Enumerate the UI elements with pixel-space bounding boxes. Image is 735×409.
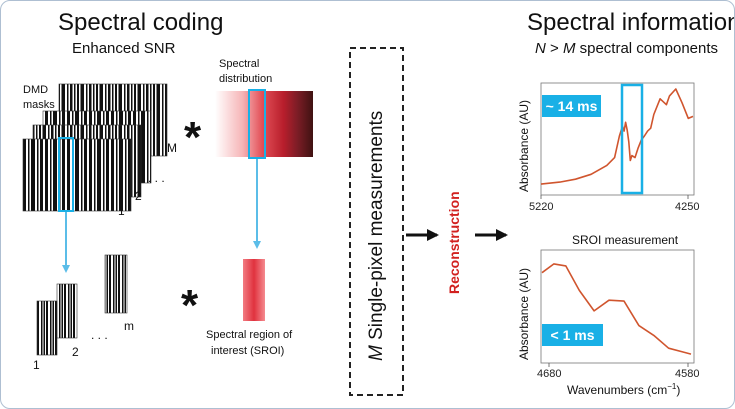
- sroi-label-line2: interest (SROI): [211, 345, 285, 357]
- n-symbol: N: [535, 40, 546, 57]
- chart1-xtick-right: 4250: [675, 201, 700, 213]
- sroi-label-line1: Spectral region of: [206, 329, 293, 341]
- sub-mask-stack: [36, 254, 128, 356]
- chart-sroi-plot: [541, 263, 692, 355]
- single-pixel-measurements-label: M Single-pixel measurements: [366, 110, 387, 361]
- measurement-count-symbol: M: [366, 345, 387, 361]
- chart-full-spectrum-frame: [540, 82, 695, 199]
- greater-than: >: [545, 40, 563, 57]
- dmd-label-line2: masks: [23, 99, 55, 111]
- sub-mask-2: [56, 283, 78, 339]
- spectral-column-highlight: [248, 89, 266, 159]
- spectral-distribution-label-line1: Spectral: [219, 58, 260, 70]
- mask-index-M: M: [167, 141, 177, 155]
- mask-index-2: 2: [135, 189, 142, 203]
- spectral-information-subtitle: N > M spectral components: [535, 41, 718, 56]
- spectral-information-title: Spectral information: [527, 9, 735, 36]
- xlabel-close: ): [676, 383, 681, 397]
- sroi-measurement-title: SROI measurement: [572, 233, 679, 247]
- mask-column-highlight: [58, 137, 74, 212]
- spectral-distribution-label-line2: distribution: [219, 73, 273, 85]
- sub-index-1: 1: [33, 358, 40, 372]
- convolution-operator-bottom: *: [181, 281, 199, 330]
- reconstruction-label: Reconstruction: [446, 191, 462, 294]
- m-symbol: M: [562, 40, 576, 57]
- chart1-ylabel: Absorbance (AU): [517, 99, 531, 192]
- dmd-mask-1: [22, 138, 132, 212]
- measurement-text: Single-pixel measurements: [366, 110, 387, 346]
- dmd-mask-stack: [22, 83, 168, 212]
- xlabel-exponent: −1: [667, 382, 677, 391]
- chart2-xtick-right: 4580: [675, 368, 700, 380]
- enhanced-snr-subtitle: Enhanced SNR: [72, 40, 176, 57]
- sub-mask-1: [36, 300, 58, 356]
- chart-sroi-highlight-box: [620, 83, 644, 195]
- chart2-ylabel: Absorbance (AU): [517, 267, 531, 360]
- chart-sroi-frame: [540, 249, 695, 367]
- subtitle-rest: spectral components: [575, 40, 719, 57]
- sub-dots: . . .: [91, 328, 108, 342]
- sroi-bar: [243, 259, 265, 321]
- sub-mask-m: [104, 254, 128, 314]
- chart2-xlabel: Wavenumbers (cm−1): [567, 382, 681, 397]
- sub-index-2: 2: [72, 345, 79, 359]
- dmd-label-line1: DMD: [23, 84, 49, 96]
- mask-dots: . . .: [148, 171, 165, 185]
- mask-index-1: 1: [118, 204, 125, 218]
- sroi-spectrum-line: [541, 263, 692, 355]
- full-spectrum-line: [540, 88, 694, 185]
- chart-full-spectrum-plot: [540, 88, 694, 185]
- spectral-coding-title: Spectral coding: [58, 9, 224, 36]
- chart1-xtick-left: 5220: [529, 201, 554, 213]
- sub-index-m: m: [124, 319, 134, 333]
- convolution-operator-top: *: [184, 113, 202, 162]
- xlabel-text: Wavenumbers (cm: [567, 383, 668, 397]
- chart2-xtick-left: 4680: [537, 368, 562, 380]
- chart1-timing-badge: ~ 14 ms: [542, 95, 601, 117]
- chart2-timing-badge: < 1 ms: [542, 324, 603, 346]
